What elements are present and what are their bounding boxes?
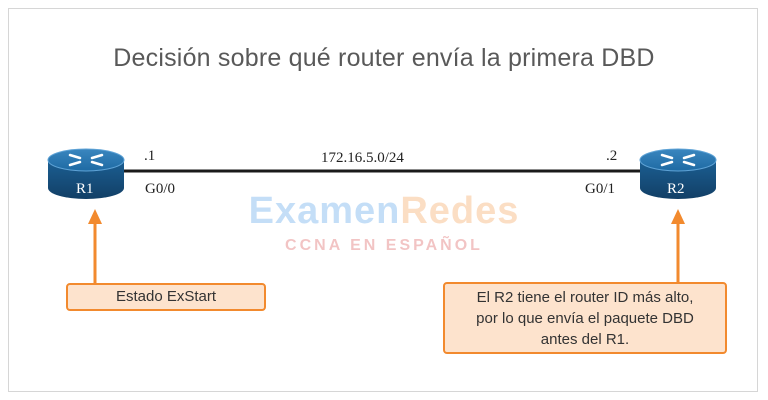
r1-interface-label: G0/0 [145,181,175,197]
callout-line: por lo que envía el paquete DBD [476,310,694,327]
network-address-label: 172.16.5.0/24 [321,150,404,166]
diagram-title: Decisión sobre qué router envía la prime… [113,44,655,72]
router-r2-label: R2 [667,181,685,197]
arrow-r2-callout [671,209,685,283]
watermark-logo: ExamenRedes [248,190,520,232]
router-r2-icon [639,148,717,199]
arrow-r1-callout [88,209,102,283]
r1-host-address: .1 [144,148,156,164]
r2-host-address: .2 [606,148,618,164]
router-r1-label: R1 [76,181,94,197]
r1-state-callout: Estado ExStart [66,283,266,311]
callout-line: El R2 tiene el router ID más alto, [476,289,694,306]
callout-line: antes del R1. [540,331,630,348]
r2-explanation-callout: El R2 tiene el router ID más alto, por l… [443,282,727,354]
watermark-subtitle: CCNA EN ESPAÑOL [285,237,483,254]
router-r1-icon [47,148,125,199]
r2-interface-label: G0/1 [585,181,615,197]
